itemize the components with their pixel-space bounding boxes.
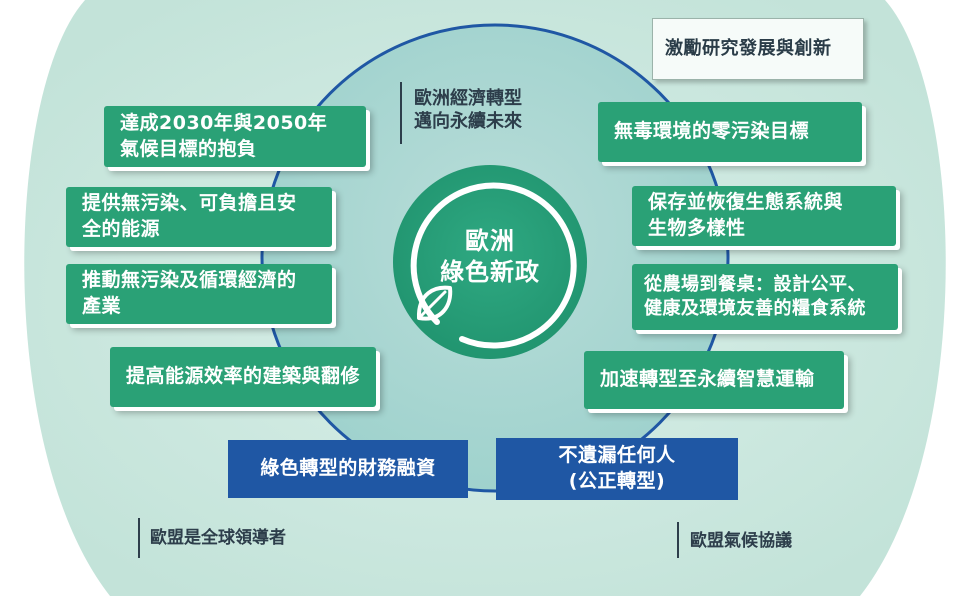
top-right-box: 激勵研究發展與創新: [652, 18, 864, 80]
right-box-3-line2: 健康及環境友善的糧食系統: [644, 298, 866, 319]
left-box-2-line2: 全的能源: [82, 218, 161, 240]
top-label-line1: 歐洲經濟轉型: [414, 88, 522, 109]
left-box-4-line1: 提高能源效率的建築與翻修: [126, 365, 361, 388]
center-title-line1: 歐洲: [465, 227, 515, 255]
center-title: 歐洲 綠色新政: [400, 226, 580, 288]
bottom-left-label: 歐盟是全球領導者: [150, 528, 286, 548]
bottom-box-just-transition-line1: 不遺漏任何人: [558, 444, 676, 467]
right-box-2: 保存並恢復生態系統與 生物多樣性: [632, 186, 896, 246]
left-box-3-line1: 推動無污染及循環經濟的: [82, 269, 297, 292]
left-box-2-line1: 提供無污染、可負擔且安: [82, 192, 297, 215]
bottom-left-label-bar: [138, 518, 140, 558]
bottom-box-financing-line1: 綠色轉型的財務融資: [260, 457, 436, 480]
leaf-icon: [416, 285, 453, 321]
right-box-2-line1: 保存並恢復生態系統與: [648, 191, 844, 214]
left-box-1: 達成2030年與2050年 氣候目標的抱負: [104, 106, 366, 167]
left-box-2: 提供無污染、可負擔且安 全的能源: [66, 187, 332, 247]
left-box-1-line2: 氣候目標的抱負: [120, 137, 257, 160]
left-box-4: 提高能源效率的建築與翻修: [110, 347, 376, 407]
left-box-3: 推動無污染及循環經濟的 產業: [66, 264, 332, 324]
right-box-4-line1: 加速轉型至永續智慧運輸: [600, 368, 815, 391]
right-box-1: 無毒環境的零污染目標: [598, 102, 862, 162]
bottom-right-label: 歐盟氣候協議: [690, 531, 792, 551]
right-box-3-line1: 從農場到餐桌：設計公平、: [644, 273, 866, 295]
right-box-4: 加速轉型至永續智慧運輸: [584, 351, 844, 409]
bottom-box-just-transition-line2: (公正轉型): [568, 470, 666, 492]
top-label-bar: [400, 82, 402, 144]
bottom-box-financing: 綠色轉型的財務融資: [228, 440, 468, 498]
core-ring-arc: [410, 182, 577, 349]
top-label-line2: 邁向永續未來: [414, 111, 522, 133]
right-box-1-line1: 無毒環境的零污染目標: [614, 120, 810, 143]
bottom-right-label-bar: [677, 522, 679, 558]
bottom-box-just-transition: 不遺漏任何人 (公正轉型): [496, 438, 738, 500]
left-box-3-line2: 產業: [82, 295, 122, 317]
top-label: 歐洲經濟轉型 邁向永續未來: [414, 87, 522, 134]
right-box-3: 從農場到餐桌：設計公平、 健康及環境友善的糧食系統: [632, 264, 898, 330]
top-right-box-text: 激勵研究發展與創新: [665, 37, 832, 59]
left-box-1-line1: 達成2030年與2050年: [120, 111, 328, 134]
center-title-line2: 綠色新政: [440, 258, 540, 287]
right-box-2-line2: 生物多樣性: [648, 217, 746, 239]
